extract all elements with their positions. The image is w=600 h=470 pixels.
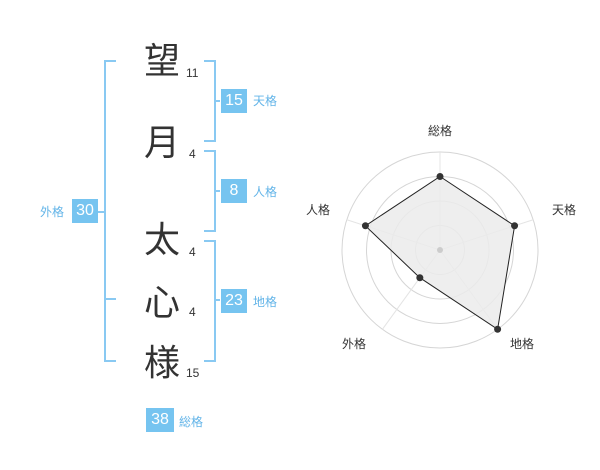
- chikaku-bracket: [204, 240, 216, 362]
- chikaku-label: 地格: [253, 295, 278, 309]
- radar-points: [361, 173, 519, 333]
- tenkaku-label: 天格: [253, 94, 278, 108]
- chikaku-bracket-tick: [214, 299, 220, 301]
- radar-axis-label-chikaku: 地格: [510, 337, 535, 351]
- jinkaku-bracket-tick: [214, 190, 220, 192]
- stroke-count-3: 4: [189, 245, 196, 259]
- radar-center-dot: [437, 247, 443, 253]
- jinkaku-value-box: 8: [221, 179, 247, 203]
- radar-point-2: [511, 222, 519, 230]
- gaikaku-value-box: 30: [72, 199, 98, 223]
- soukaku-label: 総格: [179, 415, 204, 429]
- radar-axis-label-jinkaku: 人格: [306, 203, 331, 217]
- gaikaku-bracket-tick-upper: [106, 298, 116, 300]
- stroke-count-5: 15: [186, 366, 200, 380]
- soukaku-value-box: 38: [146, 408, 174, 432]
- stroke-count-1: 11: [186, 66, 199, 80]
- radar-axis-label-soukaku: 総格: [428, 124, 453, 138]
- gaikaku-bracket: [104, 60, 116, 362]
- name-char-5: 様: [143, 343, 180, 384]
- chikaku-value-box: 23: [221, 289, 247, 313]
- radar-point-1: [436, 173, 444, 180]
- gaikaku-label: 外格: [40, 205, 65, 219]
- radar-point-4: [416, 274, 424, 282]
- name-char-1: 望: [143, 41, 180, 82]
- stroke-count-2: 4: [189, 147, 196, 161]
- gaikaku-bracket-connector: [98, 211, 104, 213]
- radar-axis-label-tenkaku: 天格: [552, 203, 577, 217]
- tenkaku-bracket-tick: [214, 100, 220, 102]
- radar-point-3: [494, 325, 502, 333]
- name-char-3: 太: [143, 220, 180, 261]
- radar-axis-label-gaikaku: 外格: [342, 337, 367, 351]
- stroke-count-4: 4: [189, 305, 196, 319]
- radar-point-5: [361, 222, 369, 230]
- tenkaku-value-box: 15: [221, 89, 247, 113]
- jinkaku-label: 人格: [253, 185, 278, 199]
- name-char-2: 月: [143, 123, 180, 164]
- name-char-4: 心: [143, 283, 180, 324]
